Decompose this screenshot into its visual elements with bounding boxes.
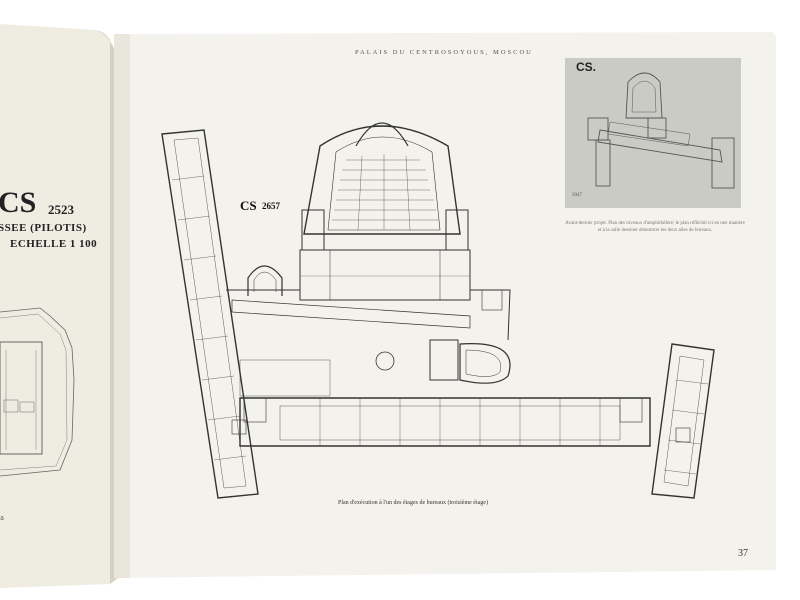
left-page-plan bbox=[0, 307, 75, 477]
inset-photo-plan bbox=[587, 72, 735, 189]
plan-caption: Plan d'exécution à l'un des étages de bu… bbox=[338, 500, 488, 506]
running-header: PALAIS DU CENTROSOYOUS, MOSCOU bbox=[355, 49, 533, 56]
plan-label-number: 2657 bbox=[262, 201, 280, 211]
inset-photo bbox=[565, 58, 741, 208]
page-number: 37 bbox=[738, 548, 748, 559]
photo-label: CS. bbox=[576, 60, 597, 74]
photo-caption: Avant-dernier projet. Plan des niveaux d… bbox=[565, 221, 745, 233]
plan-label-prefix: CS bbox=[240, 198, 257, 213]
left-heading-line1: SSEE (PILOTIS) bbox=[0, 222, 87, 234]
left-label-number: 2523 bbox=[48, 202, 74, 217]
left-page bbox=[0, 24, 110, 588]
floor-plan bbox=[161, 122, 715, 499]
left-heading-line2: ECHELLE 1 100 bbox=[10, 238, 98, 250]
photo-number: 2047 bbox=[572, 193, 582, 198]
left-edge-text: la bbox=[0, 513, 4, 522]
left-label-prefix: CS bbox=[0, 186, 37, 219]
